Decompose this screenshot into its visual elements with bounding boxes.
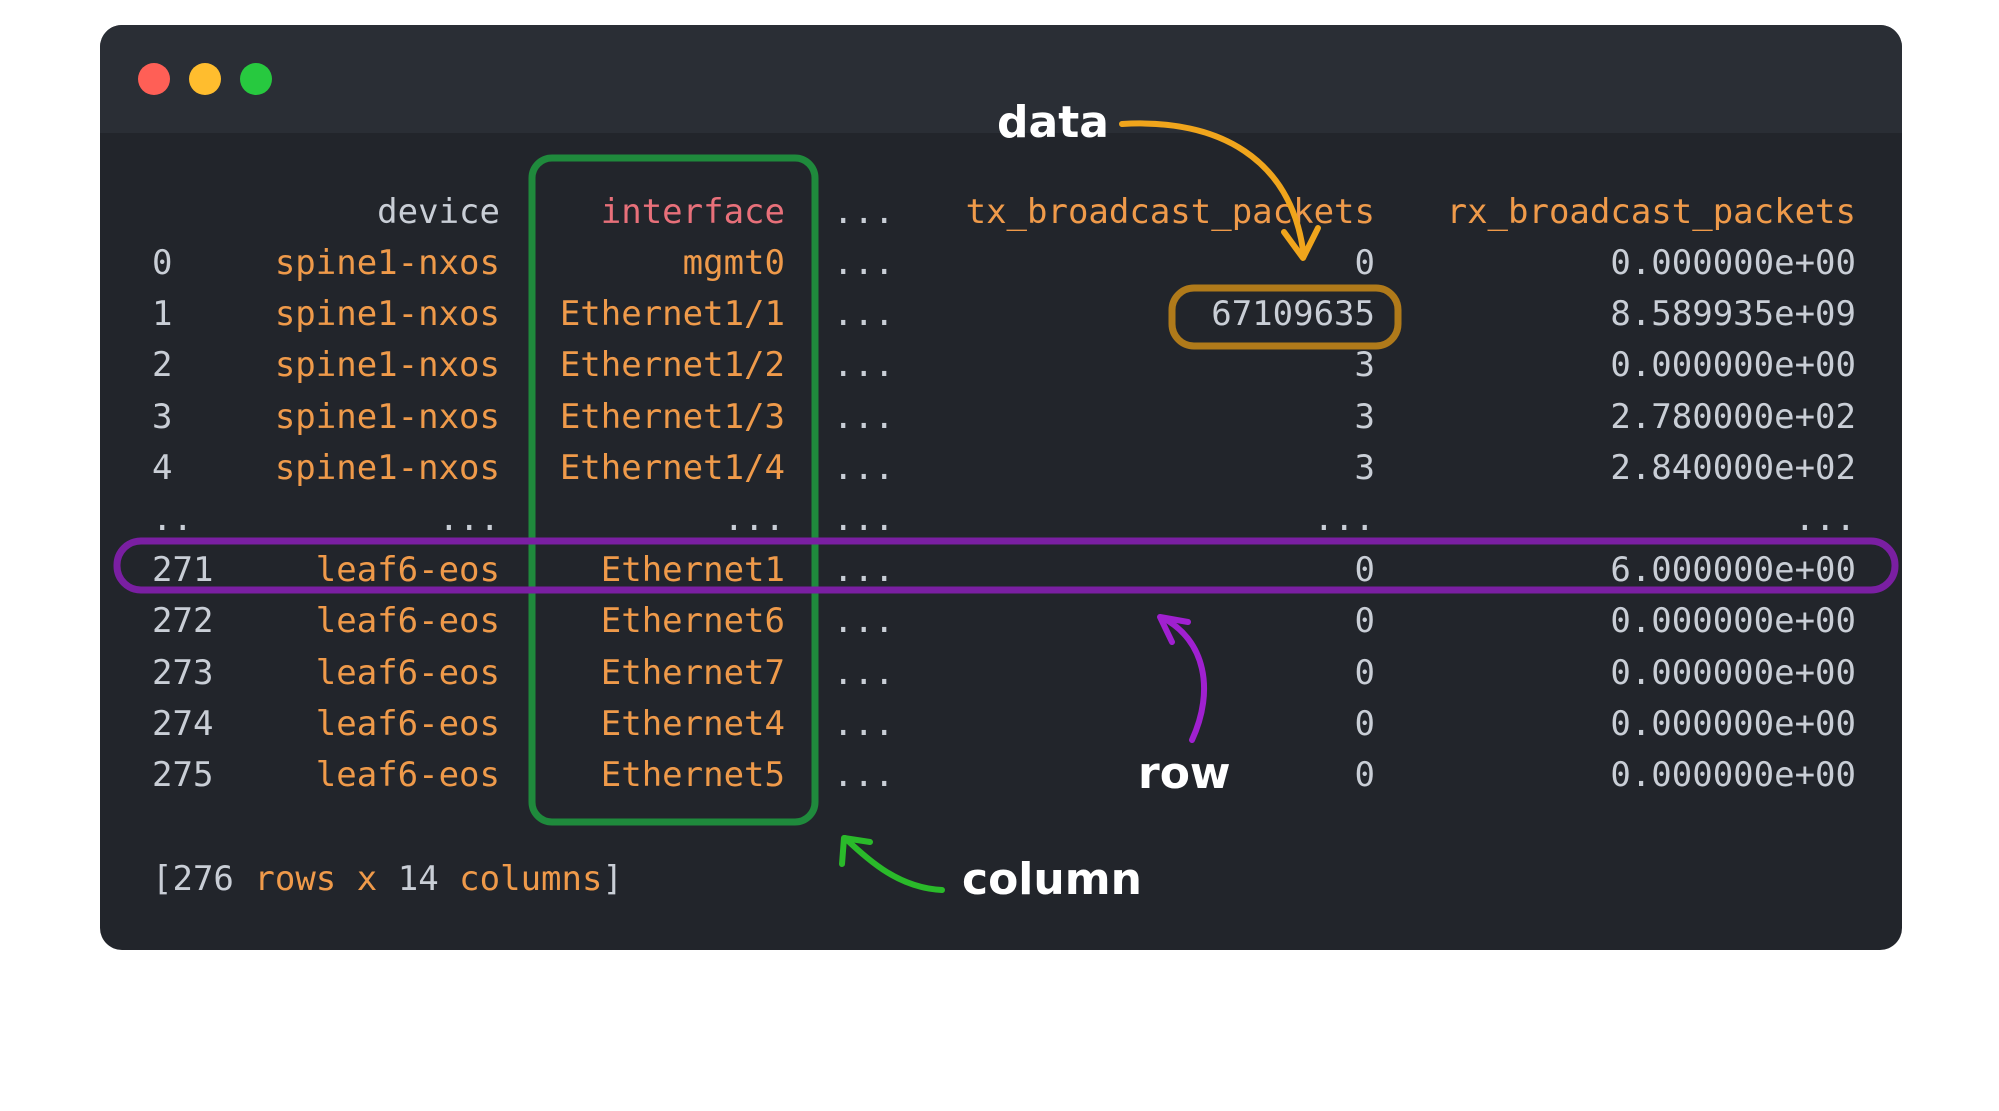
shape-close-bracket: ] [602, 859, 623, 899]
device-cell: spine1-nxos [274, 397, 500, 437]
rx-broadcast-cell: ... [1794, 499, 1856, 539]
rx-broadcast-cell: 2.840000e+02 [1610, 448, 1856, 488]
ellipsis-cell: ... [833, 294, 895, 334]
header-interface: interface [600, 192, 785, 232]
interface-cell: Ethernet4 [600, 704, 785, 744]
interface-cell: Ethernet6 [600, 601, 785, 641]
ellipsis-cell: ... [833, 499, 895, 539]
row-index: 271 [152, 550, 214, 590]
device-cell: spine1-nxos [274, 448, 500, 488]
rx-broadcast-cell: 0.000000e+00 [1610, 755, 1856, 795]
header-device: device [377, 192, 500, 232]
device-cell: ... [438, 499, 500, 539]
data-callout-label: data [997, 97, 1109, 148]
shape-times: x [356, 859, 378, 899]
ellipsis-cell: ... [833, 704, 895, 744]
interface-cell: Ethernet1 [600, 550, 785, 590]
rx-broadcast-cell: 0.000000e+00 [1610, 601, 1856, 641]
tx-broadcast-cell: 0 [1354, 601, 1375, 641]
rx-broadcast-cell: 0.000000e+00 [1610, 345, 1856, 385]
tx-broadcast-cell: 67109635 [1211, 294, 1375, 334]
rx-broadcast-cell: 0.000000e+00 [1610, 653, 1856, 693]
maximize-window-button[interactable] [240, 63, 272, 95]
space [336, 859, 356, 899]
ellipsis-cell: ... [833, 601, 895, 641]
header-ellipsis: ... [833, 192, 895, 232]
shape-col-count: 14 [397, 859, 439, 899]
column-callout-label: column [962, 854, 1142, 905]
tx-broadcast-cell: 3 [1354, 448, 1375, 488]
row-index: .. [152, 499, 193, 539]
rx-broadcast-cell: 8.589935e+09 [1610, 294, 1856, 334]
device-cell: spine1-nxos [274, 243, 500, 283]
tx-broadcast-cell: 0 [1354, 704, 1375, 744]
space [377, 859, 397, 899]
device-cell: spine1-nxos [274, 345, 500, 385]
ellipsis-cell: ... [833, 550, 895, 590]
device-cell: leaf6-eos [315, 550, 500, 590]
row-index: 274 [152, 704, 214, 744]
row-index: 2 [152, 345, 173, 385]
row-index: 4 [152, 448, 173, 488]
shape-columns-word: columns [459, 859, 603, 899]
shape-rows-word: rows [254, 859, 337, 899]
device-cell: leaf6-eos [315, 755, 500, 795]
row-index: 3 [152, 397, 173, 437]
tx-broadcast-cell: 0 [1354, 550, 1375, 590]
title-bar [100, 25, 1902, 133]
interface-cell: ... [723, 499, 785, 539]
device-cell: spine1-nxos [274, 294, 500, 334]
tx-broadcast-cell: ... [1313, 499, 1375, 539]
ellipsis-cell: ... [833, 755, 895, 795]
row-index: 1 [152, 294, 173, 334]
rx-broadcast-cell: 0.000000e+00 [1610, 243, 1856, 283]
tx-broadcast-cell: 0 [1354, 755, 1375, 795]
rx-broadcast-cell: 6.000000e+00 [1610, 550, 1856, 590]
interface-cell: Ethernet5 [600, 755, 785, 795]
device-cell: leaf6-eos [315, 601, 500, 641]
interface-cell: Ethernet1/1 [559, 294, 785, 334]
tx-broadcast-cell: 3 [1354, 345, 1375, 385]
interface-cell: mgmt0 [682, 243, 785, 283]
header-rx-broadcast-packets: rx_broadcast_packets [1446, 192, 1856, 232]
row-index: 0 [152, 243, 173, 283]
minimize-window-button[interactable] [189, 63, 221, 95]
interface-cell: Ethernet1/2 [559, 345, 785, 385]
tx-broadcast-cell: 3 [1354, 397, 1375, 437]
interface-cell: Ethernet7 [600, 653, 785, 693]
row-index: 275 [152, 755, 214, 795]
ellipsis-cell: ... [833, 397, 895, 437]
ellipsis-cell: ... [833, 653, 895, 693]
header-tx-broadcast-packets: tx_broadcast_packets [965, 192, 1375, 232]
tx-broadcast-cell: 0 [1354, 653, 1375, 693]
rx-broadcast-cell: 0.000000e+00 [1610, 704, 1856, 744]
terminal-window [100, 25, 1902, 950]
row-callout-label: row [1138, 748, 1231, 799]
interface-cell: Ethernet1/3 [559, 397, 785, 437]
dataframe-shape-summary: [276 rows x 14 columns] [152, 862, 623, 896]
shape-row-count: 276 [172, 859, 234, 899]
row-index: 272 [152, 601, 214, 641]
device-cell: leaf6-eos [315, 653, 500, 693]
shape-open-bracket: [ [152, 859, 173, 899]
device-cell: leaf6-eos [315, 704, 500, 744]
ellipsis-cell: ... [833, 345, 895, 385]
space [439, 859, 459, 899]
row-index: 273 [152, 653, 214, 693]
ellipsis-cell: ... [833, 243, 895, 283]
tx-broadcast-cell: 0 [1354, 243, 1375, 283]
interface-cell: Ethernet1/4 [559, 448, 785, 488]
close-window-button[interactable] [138, 63, 170, 95]
ellipsis-cell: ... [833, 448, 895, 488]
rx-broadcast-cell: 2.780000e+02 [1610, 397, 1856, 437]
space [234, 859, 254, 899]
